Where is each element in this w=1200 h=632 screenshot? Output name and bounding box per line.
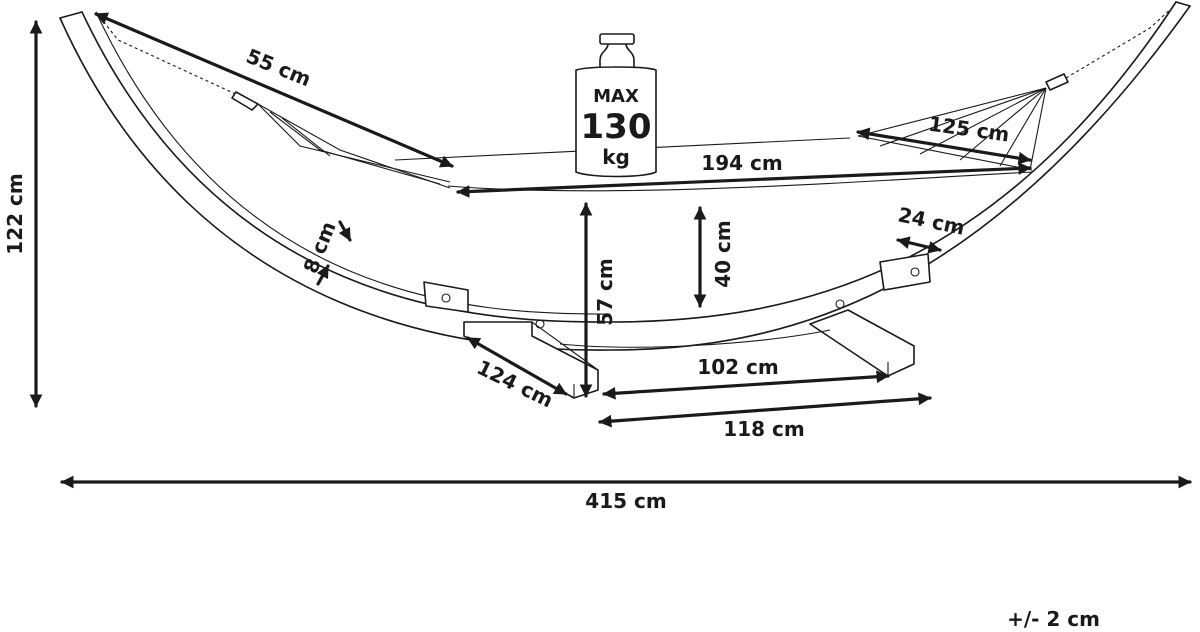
label-clearance-frame: 57 cm [593, 258, 617, 326]
max-weight-badge: MAX 130 kg [575, 33, 657, 178]
dimension-labels: 415 cm 122 cm 194 cm 55 cm 125 cm 24 cm … [3, 44, 1100, 631]
label-height-total: 122 cm [3, 173, 27, 254]
label-tolerance: +/- 2 cm [1007, 607, 1100, 631]
dim-base-inner [602, 370, 890, 400]
label-spreader-left: 55 cm [243, 44, 315, 92]
label-spreader-right: 125 cm [927, 112, 1011, 147]
dim-beam-width [896, 236, 942, 254]
label-beam-width: 24 cm [896, 202, 967, 240]
label-width-total: 415 cm [585, 489, 666, 513]
label-clearance-hammock: 40 cm [711, 220, 735, 288]
weight-unit-text: kg [602, 145, 630, 169]
label-hammock-length: 194 cm [701, 151, 782, 175]
dim-base-outer [598, 392, 932, 428]
label-base-outer: 118 cm [723, 417, 804, 441]
dim-hammock-length [456, 162, 1032, 198]
dim-foot-length [466, 336, 568, 396]
label-base-inner: 102 cm [697, 355, 778, 379]
dim-spreader-left [94, 12, 454, 168]
dim-beam-thickness-top [338, 220, 352, 242]
arch-frame [59, 1, 1191, 351]
weight-value-text: 130 [581, 107, 652, 147]
dim-beam-thickness-bottom [316, 264, 330, 286]
dim-spreader-right [856, 127, 1032, 165]
dimension-lines [29, 12, 1192, 489]
label-beam-thickness: 8 cm [298, 218, 340, 277]
weight-max-text: MAX [593, 86, 639, 107]
